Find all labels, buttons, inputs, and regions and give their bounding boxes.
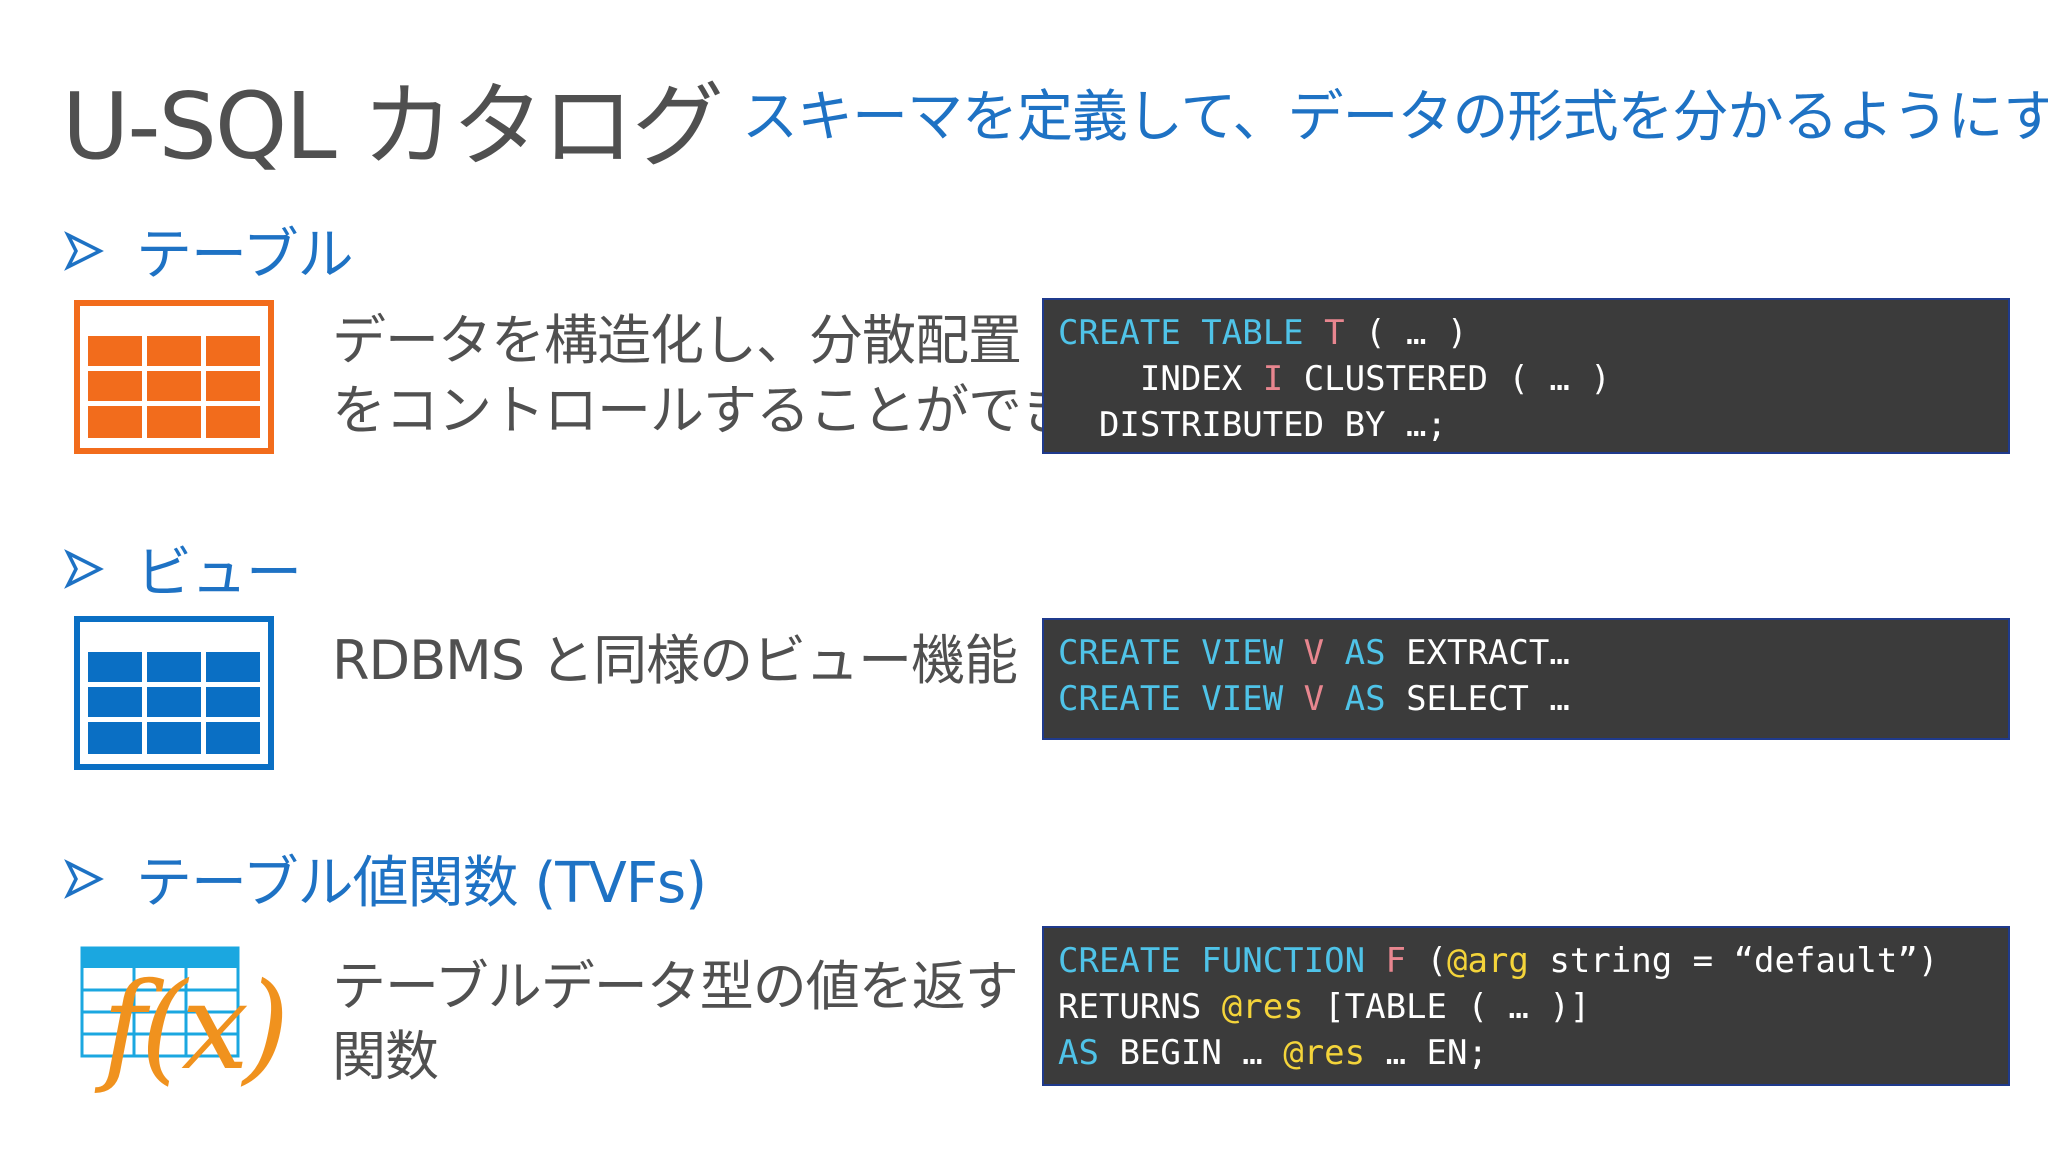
chevron-right-icon (64, 858, 104, 899)
blue-table-grid-icon (74, 616, 274, 770)
code-line: INDEX I CLUSTERED ( … ) (1058, 359, 1611, 399)
code-line: CREATE VIEW V AS EXTRACT… (1058, 633, 1570, 673)
desc-line: 関数 (332, 1025, 439, 1088)
cyan-table-grid-icon (80, 946, 240, 1058)
desc-line: をコントロールすることができる (332, 379, 1127, 442)
code-line: CREATE VIEW V AS SELECT … (1058, 679, 1570, 719)
code-line: AS BEGIN … @res … EN; (1058, 1033, 1488, 1073)
slide-title: U-SQL カタログ (62, 73, 724, 180)
orange-table-grid-icon (74, 300, 274, 454)
code-block-create-view: CREATE VIEW V AS EXTRACT… CREATE VIEW V … (1042, 618, 2010, 740)
code-block-create-function: CREATE FUNCTION F (@arg string = “defaul… (1042, 926, 2010, 1086)
code-block-create-table: CREATE TABLE T ( … ) INDEX I CLUSTERED (… (1042, 298, 2010, 454)
section-view-description: RDBMS と同様のビュー機能 (332, 626, 1018, 696)
chevron-right-icon (64, 230, 104, 271)
section-view-label: ビュー (136, 541, 302, 606)
section-view-heading: ビュー (62, 528, 302, 609)
section-tvf-label: テーブル値関数 (TVFs) (136, 851, 707, 916)
desc-line: RDBMS と同様のビュー機能 (332, 629, 1018, 692)
code-line: CREATE FUNCTION F (@arg string = “defaul… (1058, 941, 1939, 981)
section-table-label: テーブル (136, 223, 354, 288)
fx-label: f(x) (102, 958, 290, 1097)
section-table-description: データを構造化し、分散配置 をコントロールすることができる (332, 306, 1127, 446)
desc-line: データを構造化し、分散配置 (332, 309, 1022, 372)
desc-line: テーブルデータ型の値を返す (332, 955, 1019, 1018)
section-table-heading: テーブル (62, 210, 354, 291)
section-tvf-description: テーブルデータ型の値を返す 関数 (332, 952, 1019, 1092)
code-line: DISTRIBUTED BY …; (1058, 405, 1447, 445)
code-line: RETURNS @res [TABLE ( … )] (1058, 987, 1591, 1027)
slide-subtitle: スキーマを定義して、データの形式を分かるようにする (742, 85, 2048, 150)
code-line: CREATE TABLE T ( … ) (1058, 313, 1468, 353)
section-tvf-heading: テーブル値関数 (TVFs) (62, 838, 707, 919)
function-fx-table-icon: f(x) (80, 946, 330, 1126)
chevron-right-icon (64, 548, 104, 589)
